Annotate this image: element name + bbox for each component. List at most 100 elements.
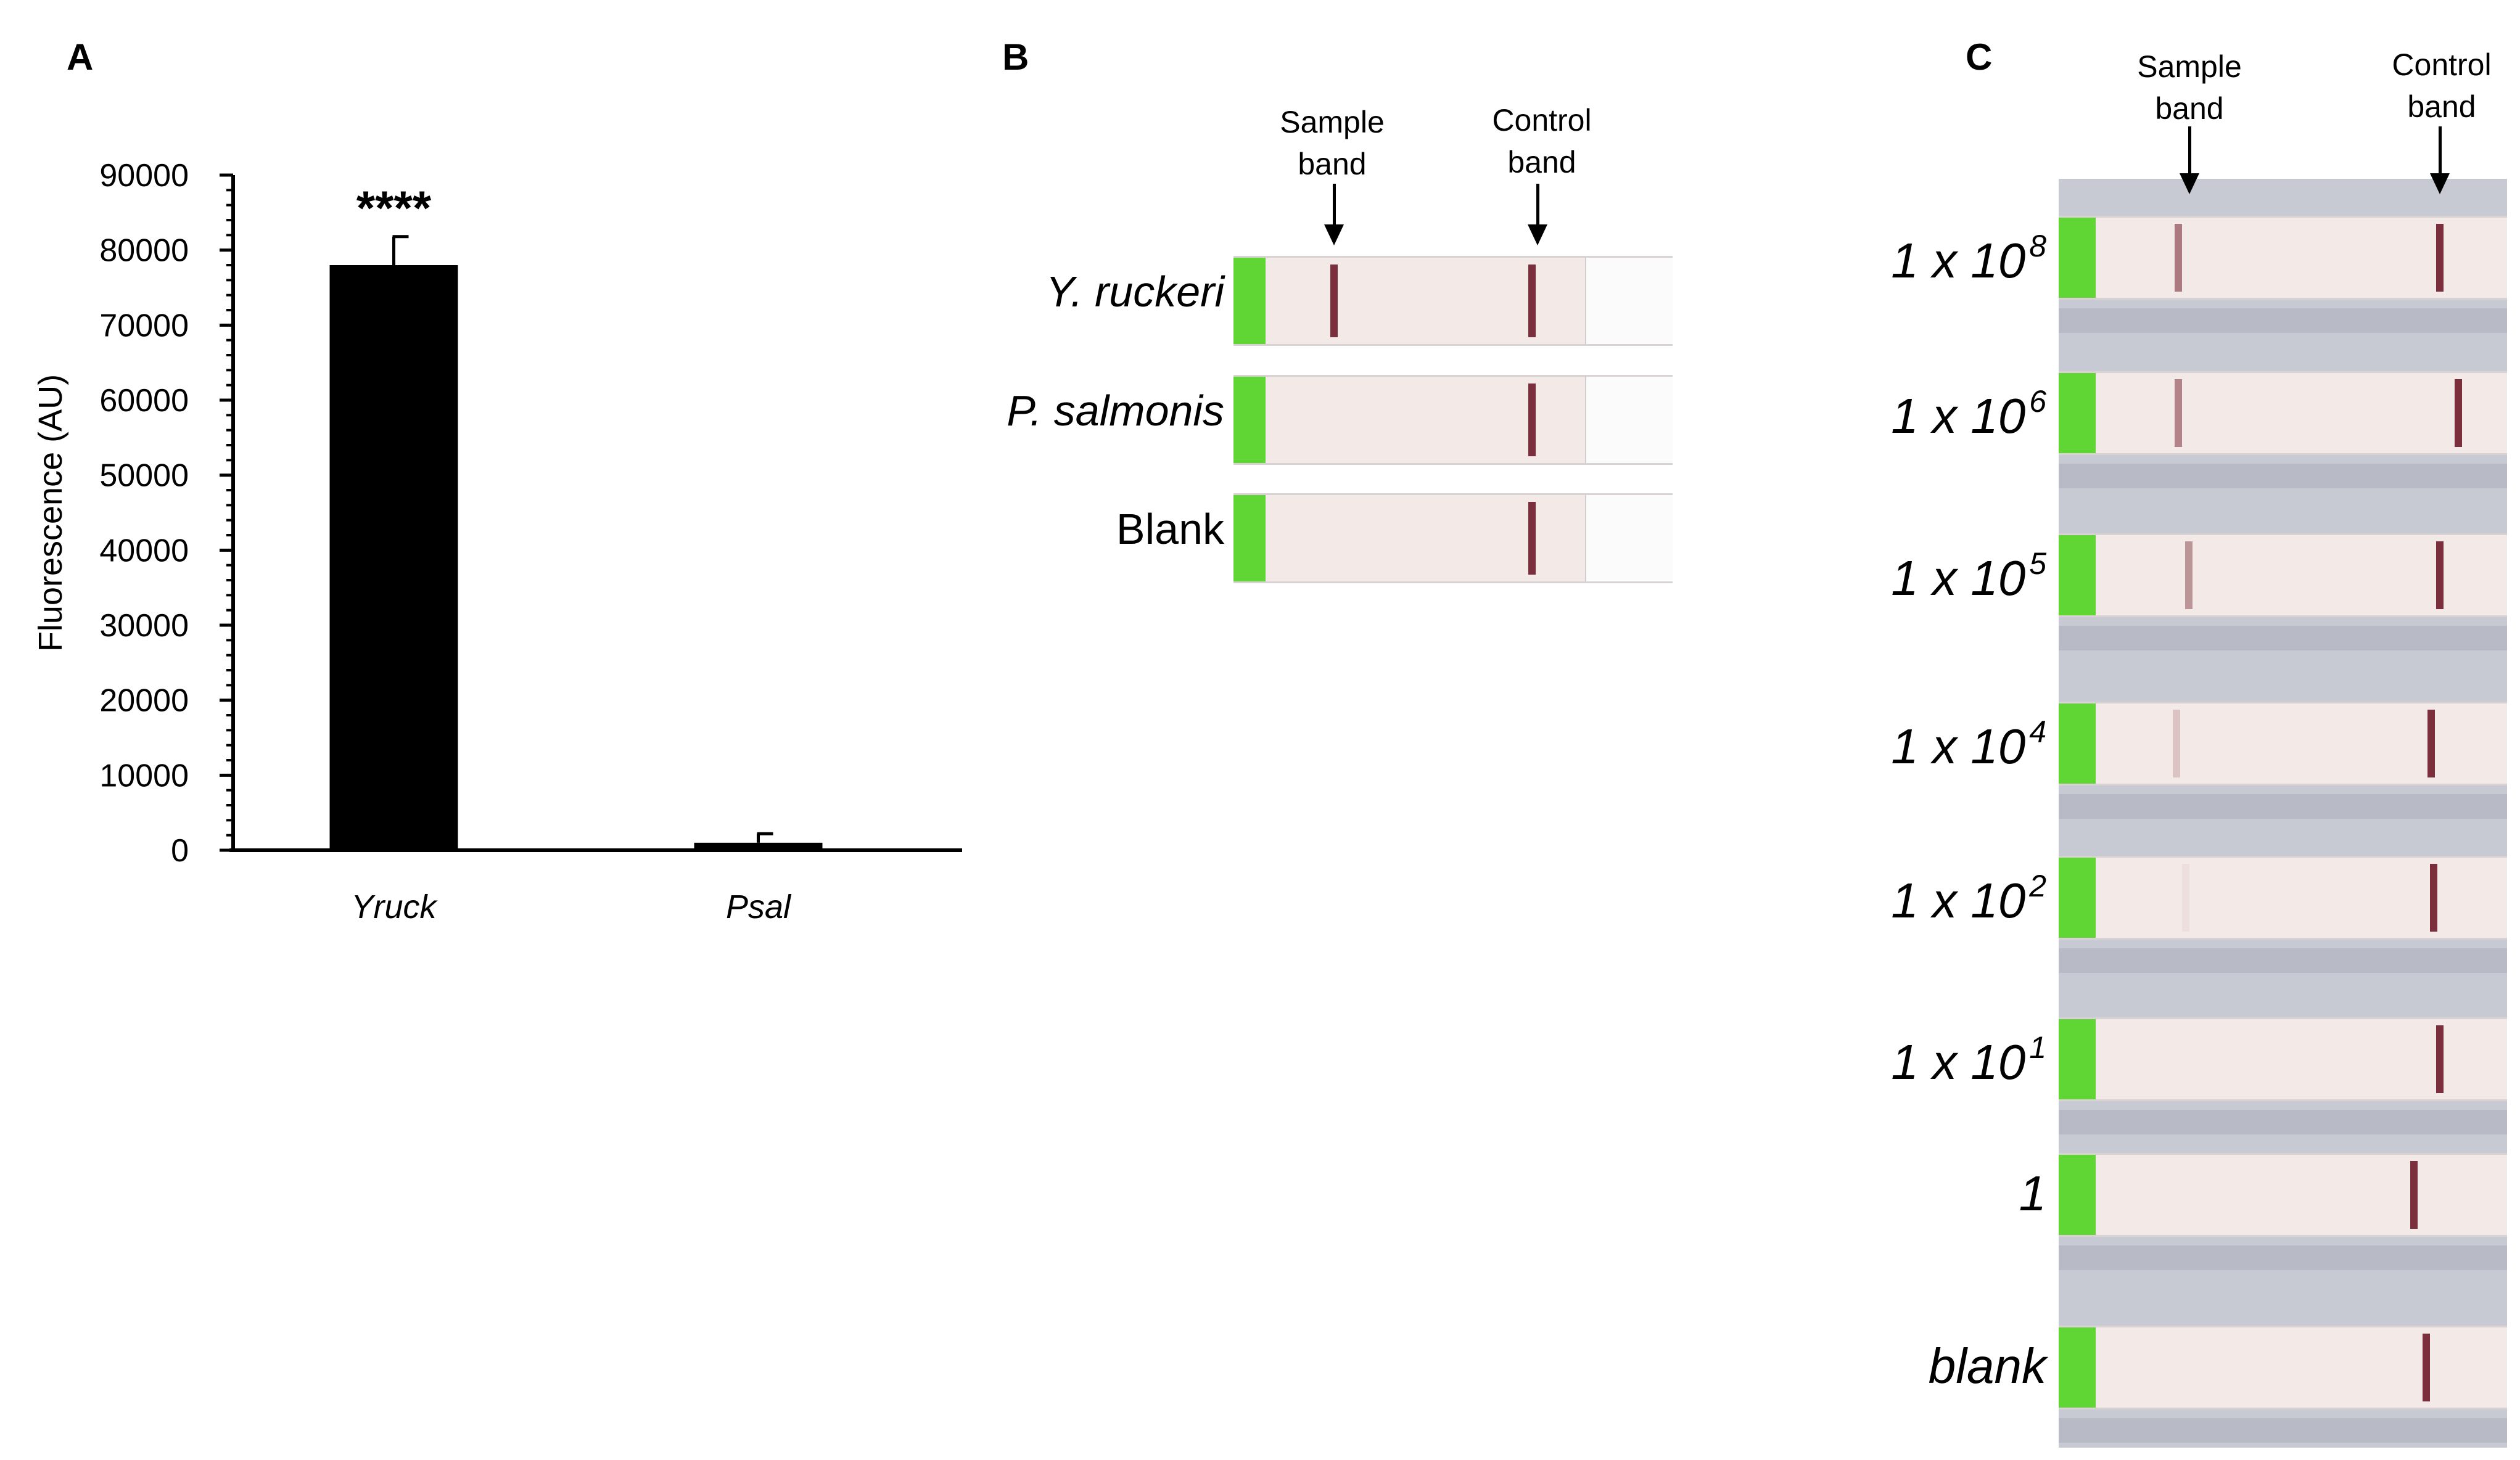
control-band (2436, 1025, 2444, 1093)
control-band (1528, 502, 1536, 575)
concentration-base: 1 x 10 (1891, 1035, 2026, 1089)
absorbent-pad (1585, 495, 1673, 581)
control-band (1528, 265, 1536, 337)
green-pad (2059, 703, 2096, 784)
green-pad (2059, 1019, 2096, 1099)
control-band (2427, 710, 2435, 777)
sample-band (1330, 265, 1338, 337)
strip-shadow (2059, 1110, 2507, 1134)
y-axis-ticks: 0 10000 20000 30000 40000 50000 60000 70000 8000… (99, 158, 233, 869)
concentration-label: blank (1929, 1338, 2046, 1395)
y-tick-label: 70000 (99, 308, 189, 343)
test-strip (1233, 375, 1673, 465)
green-pad (1233, 258, 1266, 344)
concentration-exponent: 8 (2029, 229, 2046, 263)
bars: Yruck****Psal (329, 181, 823, 925)
sample-band (2175, 224, 2182, 292)
strip-label: Y. ruckeri (1045, 268, 1224, 316)
control-band (2410, 1161, 2418, 1229)
sample-band (2185, 541, 2193, 609)
control-band (2423, 1334, 2430, 1401)
arrow-shaft (1536, 184, 1539, 227)
sample-band-label: Sample band (1280, 105, 1385, 181)
bar-psal (694, 842, 823, 850)
green-pad (2059, 535, 2096, 615)
significance-annotation: **** (356, 181, 432, 235)
concentration-exponent: 1 (2029, 1030, 2046, 1065)
panel-a-letter: A (67, 36, 94, 78)
arrow-head (1324, 224, 1344, 245)
green-pad (2059, 218, 2096, 298)
panel-c-photo (2059, 179, 2507, 1448)
arrow-head (2180, 173, 2199, 194)
y-tick-label: 60000 (99, 383, 189, 419)
panel-c-letter: C (1966, 36, 1993, 78)
strip-shadow (2059, 464, 2507, 488)
sample-band (2182, 864, 2189, 932)
arrow-shaft (2439, 126, 2442, 176)
control-band (1528, 383, 1536, 456)
panel-b-letter: B (1002, 36, 1029, 78)
concentration-base: 1 x 10 (1891, 233, 2026, 288)
y-tick-label: 80000 (99, 233, 189, 269)
y-tick-label: 0 (171, 833, 189, 869)
y-tick-label: 90000 (99, 158, 189, 194)
green-pad (2059, 373, 2096, 453)
concentration-exponent: 6 (2029, 384, 2046, 419)
test-strip (2059, 533, 2507, 617)
y-tick-label: 20000 (99, 683, 189, 719)
test-strip (2059, 702, 2507, 785)
test-strip (2059, 1153, 2507, 1237)
arrow-shaft (2188, 126, 2191, 176)
green-pad (2059, 858, 2096, 938)
strip-label: Blank (1116, 505, 1224, 553)
strip-shadow (2059, 794, 2507, 819)
y-axis-minor-ticks (226, 189, 233, 837)
y-tick-label: 10000 (99, 758, 189, 794)
absorbent-pad (1585, 377, 1673, 463)
strip-shadow (2059, 1418, 2507, 1443)
control-band-label: Control band (2392, 47, 2492, 124)
concentration-base: 1 x 10 (1891, 873, 2026, 928)
y-tick-label: 50000 (99, 458, 189, 494)
y-axis-title: Fluorescence (AU) (32, 374, 69, 652)
green-pad (2059, 1155, 2096, 1235)
strip-label: P. salmonis (1007, 387, 1224, 435)
control-band-label: Control band (1492, 103, 1592, 179)
green-pad (1233, 377, 1266, 463)
test-strip (2059, 856, 2507, 940)
control-band (2430, 864, 2437, 932)
sample-band (2173, 710, 2180, 777)
control-band (2455, 379, 2462, 447)
control-band (2436, 541, 2444, 609)
concentration-base: 1 x 10 (1891, 388, 2026, 443)
strip-shadow (2059, 948, 2507, 973)
concentration-base: 1 x 10 (1891, 719, 2026, 774)
concentration-exponent: 4 (2029, 715, 2046, 749)
concentration-exponent: 2 (2029, 869, 2046, 903)
test-strip (2059, 1017, 2507, 1101)
concentration-exponent: 5 (2029, 546, 2046, 581)
y-tick-label: 30000 (99, 608, 189, 644)
sample-band-label: Sample band (2137, 49, 2242, 126)
sample-band (2175, 379, 2182, 447)
test-strip (2059, 1326, 2507, 1409)
y-tick-label: 40000 (99, 533, 189, 568)
green-pad (2059, 1327, 2096, 1408)
concentration-base: blank (1928, 1339, 2046, 1393)
strip-shadow (2059, 308, 2507, 333)
bar-yruck (329, 265, 458, 850)
test-strip (2059, 216, 2507, 300)
test-strip (1233, 256, 1673, 346)
test-strip (1233, 493, 1673, 583)
strip-shadow (2059, 1245, 2507, 1270)
concentration-base: 1 (2019, 1166, 2047, 1221)
test-strip (2059, 371, 2507, 455)
concentration-label: 1 (2019, 1165, 2047, 1222)
